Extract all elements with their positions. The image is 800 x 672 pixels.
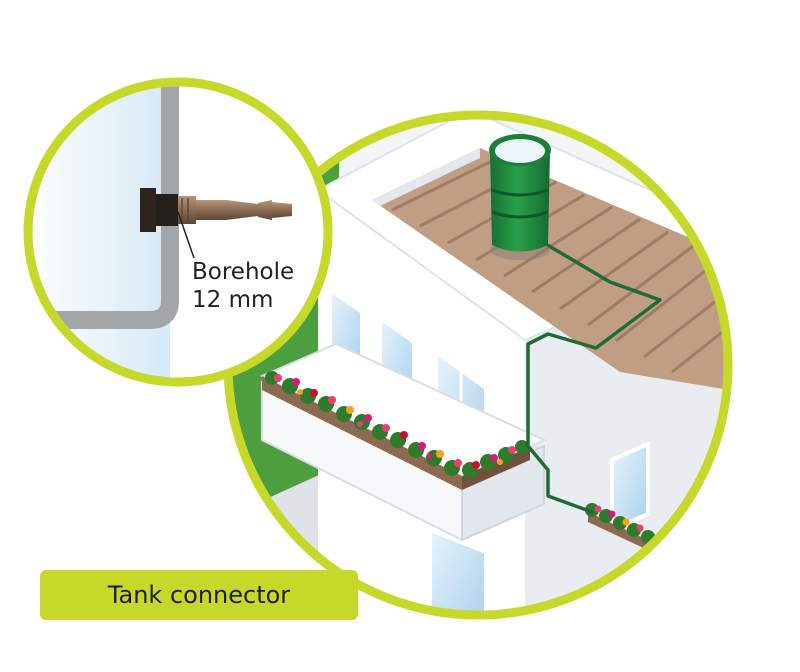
borehole-callout: Borehole 12 mm (192, 258, 294, 314)
drip-hose-icon (520, 228, 662, 514)
roof-deck (372, 148, 728, 390)
caption-label: Tank connector (107, 581, 291, 609)
window (428, 527, 488, 615)
house-scene (228, 115, 728, 615)
tank-wall (28, 82, 179, 329)
borehole-size: 12 mm (192, 287, 274, 313)
tank-connector-icon (140, 188, 292, 232)
flower-box-icon (262, 371, 530, 490)
water-tank-icon (489, 134, 551, 260)
tank-connector-caption: Tank connector (40, 570, 358, 620)
window (610, 440, 650, 534)
detail-ring (23, 77, 333, 387)
borehole-label: Borehole (192, 259, 295, 285)
callout-pointer (177, 211, 195, 259)
